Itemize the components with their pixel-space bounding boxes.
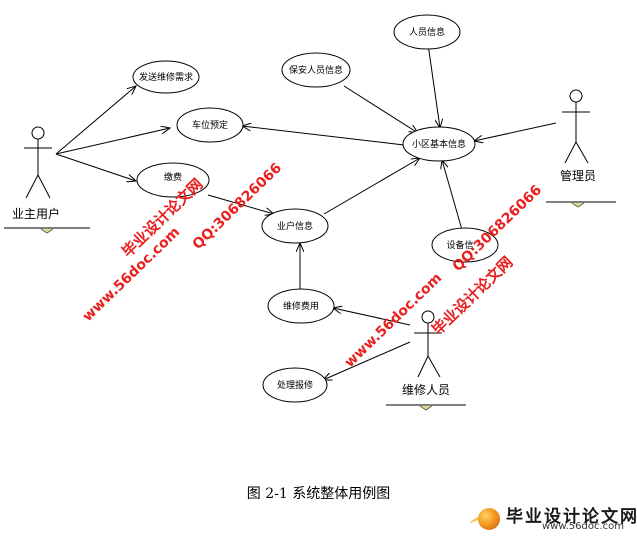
usecase-parking-reservation: 车位预定 bbox=[176, 107, 244, 143]
usecase-equipment-info-label: 设备信 bbox=[446, 239, 473, 251]
line-repair-repairfee bbox=[333, 308, 411, 326]
usecase-equipment-info: 设备信 bbox=[431, 227, 499, 263]
line-repair-handle bbox=[323, 341, 411, 380]
actor-manager: 管理员 bbox=[546, 89, 616, 208]
actor-owner: 业主用户 bbox=[4, 126, 90, 234]
watermark-right: 毕业设计论文网 www.56doc.com QQ:306826066 bbox=[342, 182, 545, 371]
logo-url: www.56doc.com bbox=[542, 521, 625, 532]
watermark-right-title: 毕业设计论文网 bbox=[428, 253, 516, 339]
usecase-payment: 缴费 bbox=[136, 162, 210, 198]
logo-globe-icon bbox=[478, 508, 500, 530]
actor-owner-label: 业主用户 bbox=[12, 206, 60, 221]
usecase-owner-info: 业户信息 bbox=[261, 208, 329, 244]
usecase-security-staff-info: 保安人员信息 bbox=[281, 52, 351, 88]
line-manager-community bbox=[474, 122, 557, 141]
line-owner-payment bbox=[55, 153, 136, 181]
watermark-left: 毕业设计论文网 www.56doc.com QQ:306826066 bbox=[80, 160, 285, 325]
usecase-owner-info-label: 业户信息 bbox=[277, 220, 313, 232]
line-equipment-community bbox=[442, 160, 463, 231]
usecase-send-repair-request: 发送维修需求 bbox=[132, 60, 200, 94]
usecase-send-repair-request-label: 发送维修需求 bbox=[139, 71, 193, 83]
line-payment-ownerinfo bbox=[207, 194, 274, 214]
line-community-parking bbox=[242, 126, 405, 146]
logo-title: 毕业设计论文网 bbox=[506, 507, 637, 527]
line-security-community bbox=[343, 85, 418, 133]
usecase-handle-repair-label: 处理报修 bbox=[277, 379, 313, 391]
line-owner-send-repair bbox=[55, 86, 136, 155]
actor-repair-staff-label: 维修人员 bbox=[402, 382, 450, 397]
actor-repair-staff: 维修人员 bbox=[386, 310, 466, 411]
usecase-community-info-label: 小区基本信息 bbox=[412, 138, 466, 150]
usecase-handle-repair: 处理报修 bbox=[262, 367, 328, 403]
usecase-repair-fee: 维修费用 bbox=[267, 288, 335, 324]
usecase-staff-info: 人员信息 bbox=[393, 14, 461, 50]
usecase-payment-label: 缴费 bbox=[164, 171, 182, 183]
site-logo: 毕业设计论文网 www.56doc.com bbox=[469, 502, 637, 534]
usecase-staff-info-label: 人员信息 bbox=[409, 26, 445, 38]
usecase-community-info: 小区基本信息 bbox=[402, 126, 476, 162]
association-lines bbox=[55, 43, 557, 380]
watermark-right-url: www.56doc.com bbox=[342, 270, 446, 371]
figure-caption: 图 2-1 系统整体用例图 bbox=[246, 486, 391, 502]
usecase-repair-fee-label: 维修费用 bbox=[283, 300, 319, 312]
usecase-security-staff-info-label: 保安人员信息 bbox=[289, 64, 343, 76]
line-ownerinfo-community bbox=[323, 158, 420, 215]
line-staff-community bbox=[427, 43, 440, 128]
line-owner-parking bbox=[55, 128, 170, 155]
actor-manager-label: 管理员 bbox=[560, 168, 596, 183]
usecase-parking-reservation-label: 车位预定 bbox=[192, 119, 228, 131]
